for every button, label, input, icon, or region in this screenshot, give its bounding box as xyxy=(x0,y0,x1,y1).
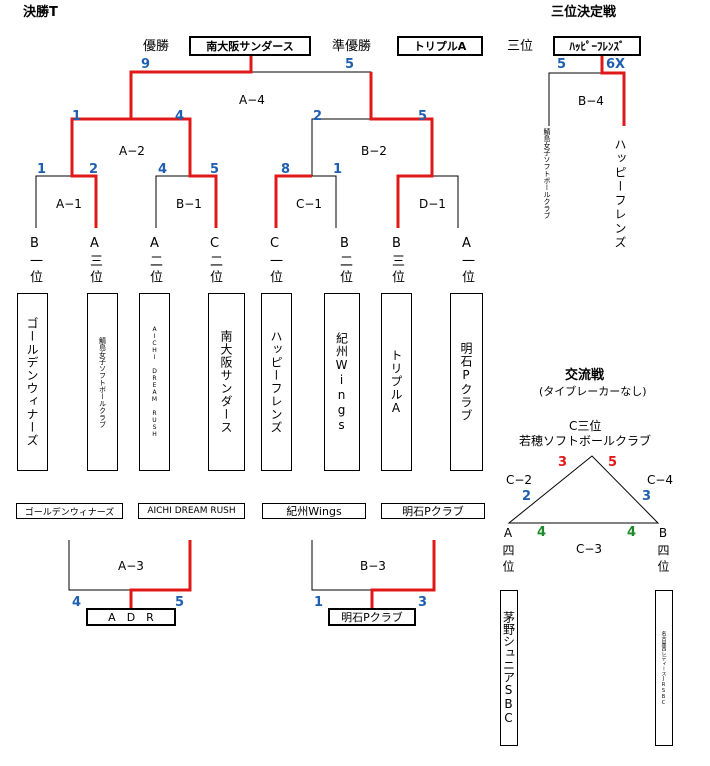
third-label: 三位 xyxy=(507,39,534,54)
score-b4-right: 6X xyxy=(606,57,626,72)
score-b3-right: 3 xyxy=(418,595,428,610)
champion-box: 南大阪サンダース xyxy=(189,36,311,56)
runnerup-label: 準優勝 xyxy=(332,39,372,54)
exchange-left-seed: A四位 xyxy=(501,526,515,576)
lower-team-3: 紀州Wings xyxy=(262,503,366,519)
match-a1: A−1 xyxy=(56,197,82,211)
score-tri-bottom-left: 4 xyxy=(537,525,547,540)
team-box-6: 紀州Wings xyxy=(324,293,360,471)
score-tri-top-right: 5 xyxy=(608,455,618,470)
champion-label: 優勝 xyxy=(143,39,170,54)
b3-winner-box: 明石Pクラブ xyxy=(328,608,416,626)
third-team-right: ハッピーフレンズ xyxy=(613,138,627,250)
team-box-7: トリプルA xyxy=(381,293,412,471)
score-b4-left: 5 xyxy=(557,57,567,72)
exchange-top-team: 若穂ソフトボールクラブ xyxy=(519,434,652,448)
score-a1-right: 2 xyxy=(89,162,99,177)
team-box-3: AICHI DREAM RUSH xyxy=(139,293,170,471)
score-final-right: 5 xyxy=(345,57,355,72)
exchange-subtitle: (タイブレーカーなし) xyxy=(539,385,647,398)
third-box: ﾊｯﾋﾟｰﾌﾚﾝｽﾞ xyxy=(553,36,641,56)
score-a2-right: 4 xyxy=(175,109,185,124)
score-a3-left: 4 xyxy=(72,595,82,610)
match-d1: D−1 xyxy=(419,197,446,211)
seed-5: C一位 xyxy=(267,236,282,286)
third-place-header: 三位決定戦 xyxy=(551,5,617,20)
match-c1: C−1 xyxy=(296,197,323,211)
lower-team-4: 明石Pクラブ xyxy=(381,503,485,519)
seed-7: B三位 xyxy=(389,236,404,286)
score-tri-right: 3 xyxy=(642,489,652,504)
seed-1: B一位 xyxy=(27,236,42,286)
a3-winner-box: A D R xyxy=(86,608,176,626)
team-box-4: 南大阪サンダース xyxy=(208,293,245,471)
seed-2: A三位 xyxy=(87,236,102,286)
match-c2: C−2 xyxy=(506,473,533,487)
score-tri-left: 2 xyxy=(522,489,532,504)
exchange-left-team: 茅野シュニアSBC xyxy=(500,590,518,746)
final-header: 決勝T xyxy=(23,5,58,20)
match-b2: B−2 xyxy=(361,144,387,158)
lower-team-1: ゴールデンウィナーズ xyxy=(16,503,123,519)
score-b3-left: 1 xyxy=(314,595,324,610)
match-b1: B−1 xyxy=(176,197,202,211)
score-b2-left: 2 xyxy=(313,109,323,124)
score-b1-right: 5 xyxy=(210,162,220,177)
lower-team-2: AICHI DREAM RUSH xyxy=(138,503,245,519)
score-final-left: 9 xyxy=(141,57,151,72)
team-box-8: 明石Pクラブ xyxy=(450,293,483,471)
exchange-title: 交流戦 xyxy=(565,368,605,383)
score-b2-right: 5 xyxy=(418,109,428,124)
team-box-1: ゴールデンウィナーズ xyxy=(17,293,48,471)
match-b3: B−3 xyxy=(360,559,386,573)
match-a3: A−3 xyxy=(118,559,144,573)
match-b4: B−4 xyxy=(578,94,604,108)
score-tri-top-left: 3 xyxy=(558,455,568,470)
match-a2: A−2 xyxy=(119,144,145,158)
team-box-2: 鯖島女子ソフトボールクラブ xyxy=(87,293,118,471)
match-c3: C−3 xyxy=(576,542,603,556)
score-a2-left: 1 xyxy=(72,109,82,124)
runnerup-box: トリプルA xyxy=(397,36,483,56)
seed-3: A二位 xyxy=(147,236,162,286)
score-c1-right: 1 xyxy=(333,162,343,177)
score-tri-bottom-right: 4 xyxy=(627,525,637,540)
score-c1-left: 8 xyxy=(281,162,291,177)
seed-8: A一位 xyxy=(459,236,474,286)
exchange-top-seed: C三位 xyxy=(569,419,602,433)
winner-path xyxy=(70,55,626,608)
score-a1-left: 1 xyxy=(37,162,47,177)
match-a4: A−4 xyxy=(239,93,265,107)
third-team-left: 鯖島女子ソフトボールクラブ xyxy=(543,128,551,219)
match-c4: C−4 xyxy=(647,473,674,487)
exchange-right-team: 名古屋西レディースJRSBC xyxy=(655,590,673,746)
team-box-5: ハッピーフレンズ xyxy=(261,293,292,471)
seed-6: B二位 xyxy=(337,236,352,286)
score-b1-left: 4 xyxy=(158,162,168,177)
exchange-right-seed: B四位 xyxy=(656,526,670,576)
score-a3-right: 5 xyxy=(175,595,185,610)
seed-4: C二位 xyxy=(207,236,222,286)
